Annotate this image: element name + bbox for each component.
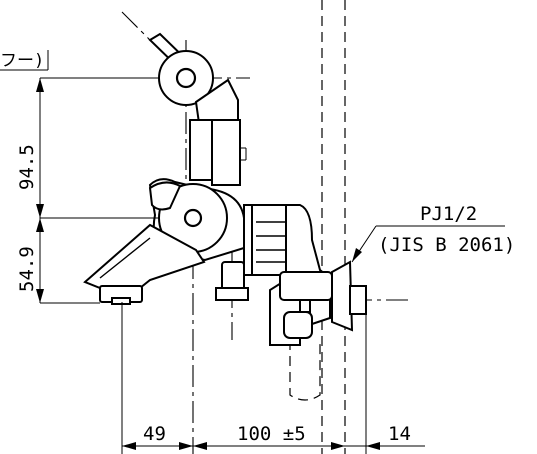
dim-width-right: 14 [388,423,411,445]
dim-height-lower: 54.9 [16,246,38,292]
dim-width-mid: 100 ±5 [237,423,306,445]
thread-standard: (JIS B 2061) [378,234,515,256]
vertical-dimensions: 94.5 54.9 [16,77,160,304]
thread-spec: PJ1/2 [420,203,477,225]
faucet-body [83,32,367,346]
horizontal-dimensions: 49 100 ±5 14 [121,302,425,454]
wall-hidden-lines [289,0,346,454]
dim-width-left: 49 [143,423,166,445]
top-left-note: フー) [0,50,49,71]
top-left-note-text: フー) [0,51,44,71]
dim-height-upper: 94.5 [16,144,38,190]
thread-callout: PJ1/2 (JIS B 2061) [351,203,515,263]
